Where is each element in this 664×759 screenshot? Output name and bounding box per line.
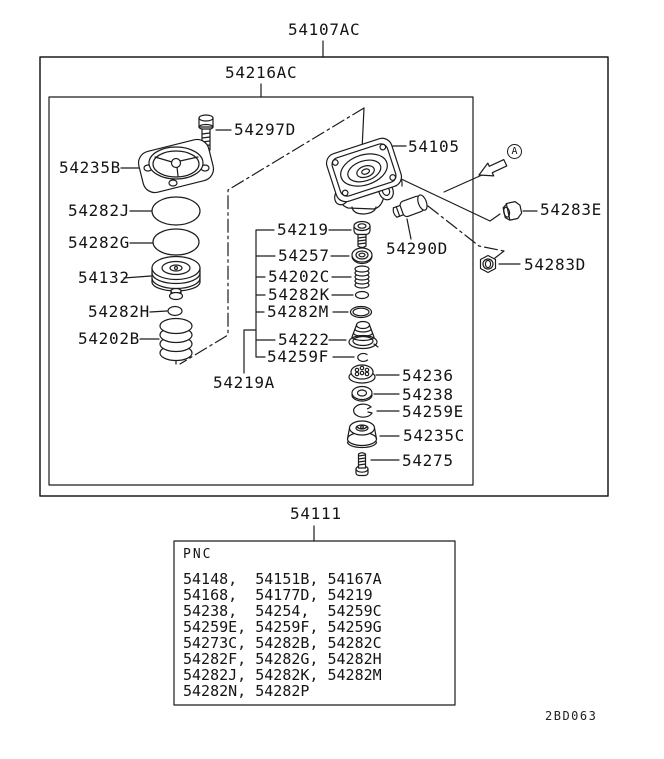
valve-body-54105-icon — [324, 136, 404, 214]
part-label-54236: 54236 — [402, 366, 454, 385]
grommet-54257-icon — [352, 248, 372, 264]
plug-54290d-icon — [391, 194, 429, 221]
oring-54282h-icon — [168, 307, 182, 316]
part-label-54219: 54219 — [277, 220, 329, 239]
part-label-54132: 54132 — [78, 268, 130, 287]
drawing-code: 2BD063 — [545, 709, 598, 723]
oring-54282m-icon — [351, 307, 372, 318]
pnc-rows: 54148, 54151B, 54167A 54168, 54177D, 542… — [183, 571, 382, 699]
cap-54235c-icon — [348, 421, 377, 448]
part-label-54282h: 54282H — [88, 302, 150, 321]
pnc-row: 54238, 54254, 54259C — [183, 602, 382, 620]
pnc-row: 54282J, 54282K, 54282M — [183, 666, 382, 684]
part-label-54297d: 54297D — [234, 120, 296, 139]
grommet-54238-icon — [352, 387, 372, 402]
cap-54235b-icon — [136, 137, 216, 195]
part-label-54111: 54111 — [290, 504, 342, 523]
middle-list-bracket — [256, 230, 275, 357]
part-label-54202c: 54202C — [268, 267, 330, 286]
part-label-54259f: 54259F — [267, 347, 329, 366]
right-label-dashes — [371, 375, 399, 460]
pnc-row: 54282N, 54282P — [183, 682, 310, 700]
spring-54202c-icon — [355, 266, 369, 288]
pnc-row: 54168, 54177D, 54219 — [183, 586, 373, 604]
part-label-54282g: 54282G — [68, 233, 130, 252]
part-label-54105: 54105 — [408, 137, 460, 156]
piston-54222-icon — [349, 322, 378, 349]
part-label-54283d: 54283D — [524, 255, 586, 274]
outer-assembly-box — [40, 41, 608, 496]
part-label-54216ac: 54216AC — [225, 63, 298, 82]
part-label-54219a: 54219A — [213, 373, 275, 392]
gasket-54282j-icon — [152, 197, 200, 225]
part-label-54235b: 54235B — [59, 158, 121, 177]
part-label-54202b: 54202B — [78, 329, 140, 348]
bolt-54275-icon — [356, 453, 368, 476]
kit-54219a-bracket — [244, 330, 256, 373]
nut-54283d-icon — [481, 256, 496, 273]
leader-lines-left — [121, 130, 231, 339]
snapring-54259e-icon — [354, 404, 372, 417]
pnc-table: PNC 54148, 54151B, 54167A 54168, 54177D,… — [183, 548, 382, 699]
part-label-54282k: 54282K — [268, 285, 330, 304]
part-label-54107ac: 54107AC — [288, 20, 361, 39]
inner-kit-box — [49, 84, 473, 485]
pnc-row: 54259E, 54259F, 54259G — [183, 618, 382, 636]
part-label-54282m: 54282M — [267, 302, 329, 321]
part-label-54257: 54257 — [278, 246, 330, 265]
piston-54132-icon — [152, 257, 200, 300]
part-label-54282j: 54282J — [68, 201, 130, 220]
part-label-54235c: 54235C — [403, 426, 465, 445]
disc-54236-icon — [349, 365, 375, 383]
part-label-54259e: 54259E — [402, 402, 464, 421]
part-label-54290d: 54290D — [386, 239, 448, 258]
gasket-54282g-icon — [153, 229, 199, 255]
view-callout-a: A — [507, 144, 522, 159]
pnc-row: 54148, 54151B, 54167A — [183, 570, 382, 588]
pnc-row: 54282F, 54282G, 54282H — [183, 650, 382, 668]
pnc-header: PNC — [183, 547, 213, 562]
pnc-box — [174, 526, 455, 705]
part-label-54275: 54275 — [402, 451, 454, 470]
nut-54283e-icon — [502, 201, 522, 221]
screw-54219-icon — [354, 222, 370, 248]
oring-54282k-icon — [356, 292, 369, 299]
part-label-54222: 54222 — [278, 330, 330, 349]
spring-54202b-icon — [160, 319, 192, 361]
part-label-54283e: 54283E — [540, 200, 602, 219]
middle-label-dashes — [329, 230, 354, 357]
part-label-54238: 54238 — [402, 385, 454, 404]
clip-54259f-icon — [358, 353, 368, 361]
view-direction-arrow-icon — [476, 156, 508, 181]
pnc-row: 54273C, 54282B, 54282C — [183, 634, 382, 652]
